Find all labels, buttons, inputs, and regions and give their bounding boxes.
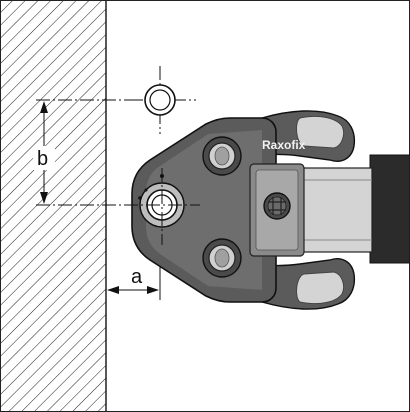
upper-pipe-symbol — [128, 66, 196, 134]
lower-pivot-bolt — [202, 238, 242, 278]
lower-jaw-insert — [296, 271, 345, 305]
dimension-b-label: b — [37, 148, 48, 170]
wall — [1, 1, 107, 411]
upper-pivot-bolt — [202, 136, 242, 176]
pressing-tool: Raxofix — [131, 110, 410, 310]
tool-drive-rod — [369, 154, 410, 264]
lower-pipe-centerlines — [36, 168, 200, 245]
dimension-a-label: a — [131, 266, 143, 288]
jaw-pipe-opening — [138, 174, 185, 228]
brand-label: Raxofix — [262, 138, 306, 152]
wall-hatching — [1, 1, 106, 411]
upper-jaw-insert — [296, 115, 345, 149]
tool-housing — [299, 167, 373, 253]
